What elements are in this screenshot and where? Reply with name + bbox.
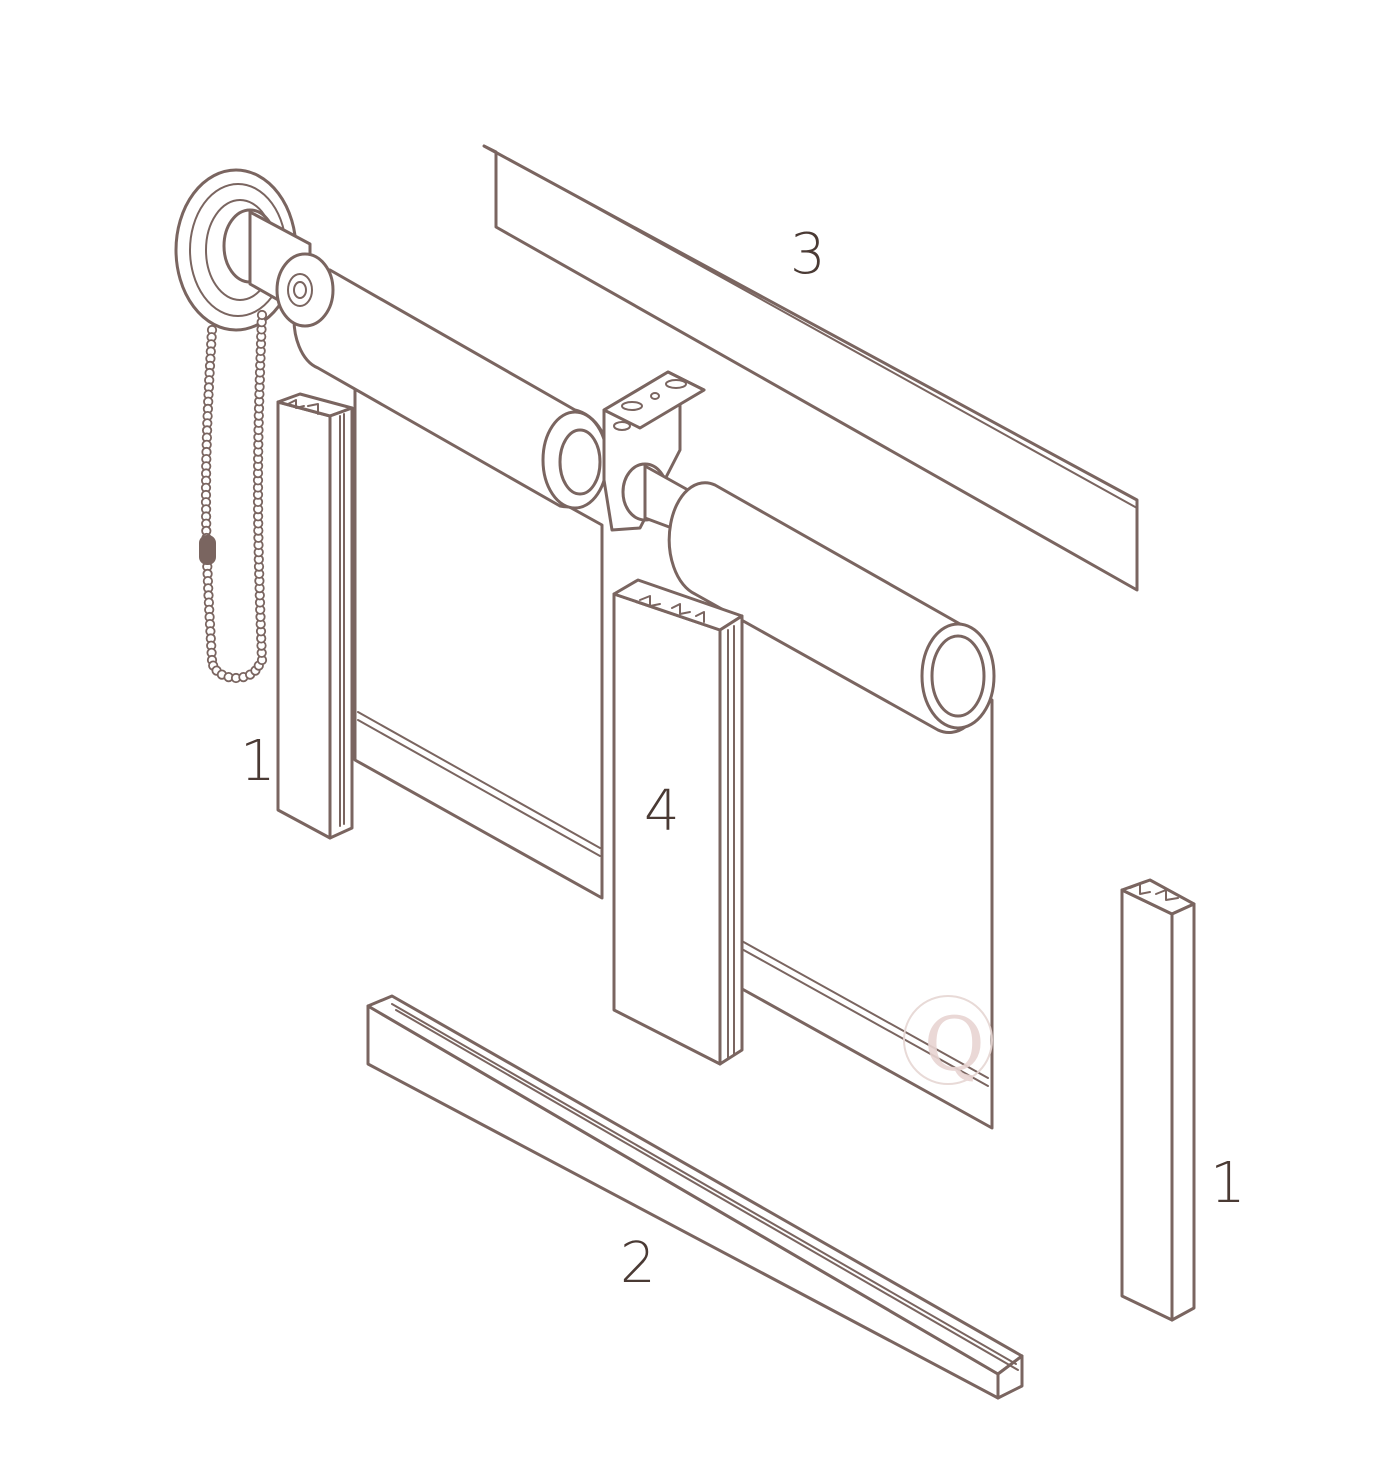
center-connector-profile: [612, 578, 744, 1066]
guide-right: [1120, 878, 1196, 1322]
chain-bead: [256, 309, 268, 321]
watermark-logo: Q: [903, 995, 993, 1088]
guide-left: [276, 392, 354, 840]
bead-chain[interactable]: [200, 309, 268, 684]
watermark-letter: Q: [924, 1002, 985, 1088]
label-part-3: 3: [790, 222, 826, 287]
chain-connector[interactable]: [199, 535, 216, 565]
right-roller-tube: [621, 462, 996, 734]
chain-drive-mechanism: [174, 168, 335, 332]
label-part-2: 2: [620, 1231, 656, 1296]
label-part-1-right: 1: [1210, 1151, 1246, 1216]
top-cassette-cover: [482, 144, 1139, 592]
label-part-4: 4: [644, 779, 680, 844]
bottom-rail: [366, 994, 1024, 1400]
label-part-1-left: 1: [240, 729, 276, 794]
